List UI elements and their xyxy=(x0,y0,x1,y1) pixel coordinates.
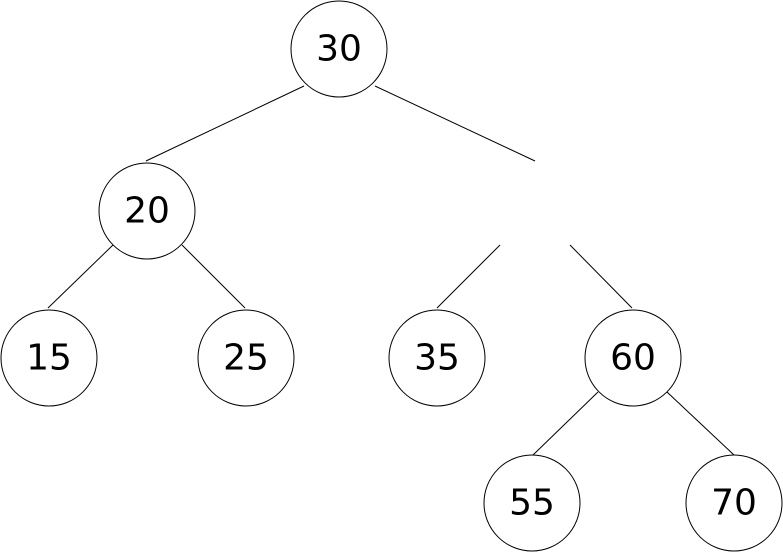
node-label: 25 xyxy=(223,338,269,379)
edge-20-15 xyxy=(47,244,114,309)
node-circle xyxy=(290,0,388,98)
node-label: 30 xyxy=(316,29,362,70)
tree-node-25: 25 xyxy=(197,309,295,407)
tree-node-60: 60 xyxy=(584,309,682,407)
node-label: 15 xyxy=(26,338,72,379)
node-circle xyxy=(388,309,486,407)
tree-node-30: 30 xyxy=(290,0,388,98)
node-circle xyxy=(98,162,196,260)
node-label: 60 xyxy=(610,338,656,379)
tree-node-15: 15 xyxy=(0,309,98,407)
edge-30-gap xyxy=(374,85,536,162)
node-label: 70 xyxy=(711,483,757,524)
node-circle xyxy=(197,309,295,407)
edge-20-25 xyxy=(181,244,246,309)
tree-edges xyxy=(47,85,735,456)
node-circle xyxy=(685,454,783,552)
tree-node-70: 70 xyxy=(685,454,783,552)
tree-node-20: 20 xyxy=(98,162,196,260)
tree-node-35: 35 xyxy=(388,309,486,407)
node-label: 55 xyxy=(509,483,555,524)
tree-node-55: 55 xyxy=(483,454,581,552)
node-label: 35 xyxy=(414,338,460,379)
edge-gap-60 xyxy=(569,244,633,309)
edge-30-20 xyxy=(145,85,305,162)
node-label: 20 xyxy=(124,191,170,232)
edge-gap-35 xyxy=(436,244,501,309)
edge-60-70 xyxy=(666,391,735,456)
edge-60-55 xyxy=(532,391,599,456)
node-circle xyxy=(483,454,581,552)
node-circle xyxy=(584,309,682,407)
node-circle xyxy=(0,309,98,407)
